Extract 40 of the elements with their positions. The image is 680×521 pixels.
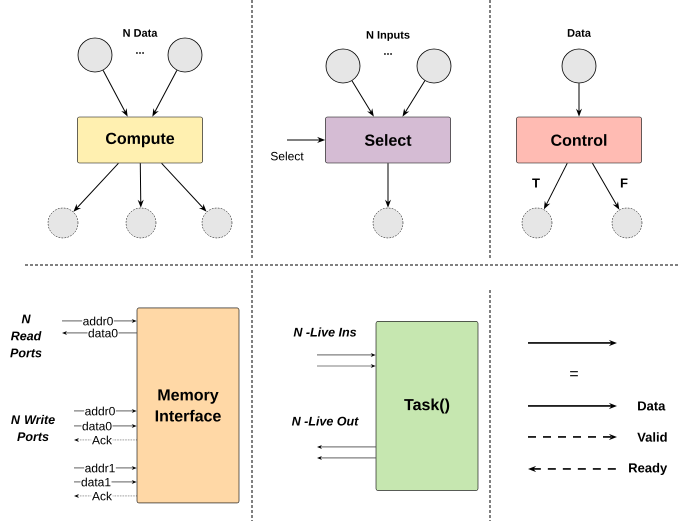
edge-label: data0 [82, 421, 113, 431]
edge-label: data0 [88, 328, 119, 338]
process-box: Memory Interface [136, 308, 240, 504]
edge-label: Ack [92, 491, 112, 501]
circle-node [78, 38, 112, 72]
process-box: Task() [376, 321, 478, 491]
dashed-circle-node [522, 208, 552, 238]
edge-label: F [620, 178, 628, 188]
edge-label: T [532, 178, 540, 188]
edge-label: data1 [80, 477, 112, 487]
process-box: Select [325, 116, 451, 164]
dashed-circle-node [48, 208, 78, 238]
input-label: Select [270, 152, 304, 160]
legend-label: Data [638, 401, 666, 411]
legend-label: Valid [637, 432, 667, 442]
dashed-circle-node [202, 208, 232, 238]
label: N Inputs [366, 31, 410, 41]
port-group-label: N -Live Out [292, 416, 359, 426]
process-box: Control [516, 116, 642, 164]
circle-node [326, 48, 360, 84]
equals-sign: = [570, 371, 578, 376]
circle-node [562, 48, 596, 84]
edge-label: Ack [92, 435, 112, 445]
ellipsis: ... [384, 53, 392, 55]
legend-label: Ready [629, 462, 668, 476]
dashed-circle-node [612, 208, 642, 238]
label: Data [568, 29, 591, 37]
ellipsis: ... [136, 52, 144, 54]
circle-node [416, 48, 452, 84]
port-group-label: N -Live Ins [294, 327, 356, 337]
dashed-circle-node [372, 208, 404, 238]
edge-label: addr0 [82, 316, 114, 326]
edge-label: addr0 [84, 406, 116, 416]
label: N Data [123, 29, 158, 37]
process-box: Compute [77, 116, 203, 164]
port-group-label: N Write Ports [11, 414, 55, 442]
circle-node [168, 38, 202, 72]
edge-label: addr1 [84, 463, 116, 473]
port-group-label: N Read Ports [10, 314, 42, 358]
dashed-circle-node [126, 208, 156, 238]
